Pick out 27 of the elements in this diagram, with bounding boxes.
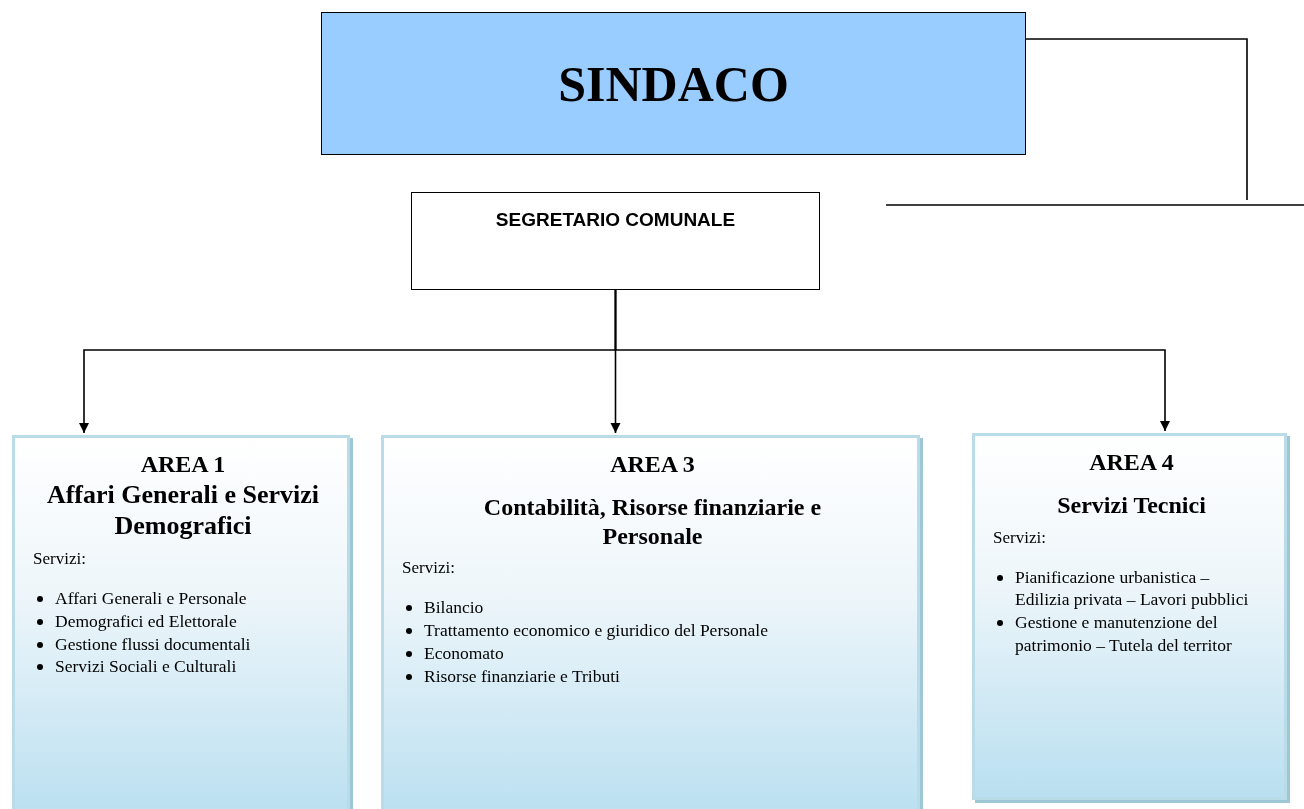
area-title: Servizi Tecnici <box>1056 490 1207 520</box>
secretary-box <box>411 192 820 290</box>
service-item: Gestione flussi documentali <box>55 632 251 656</box>
area-number: AREA 3 <box>609 450 696 479</box>
services-label: Servizi: <box>993 527 1047 548</box>
area-box <box>12 435 350 809</box>
service-item: Demografici ed Elettorale <box>55 609 237 633</box>
area-title: Affari Generali e Servizi Demografici <box>45 478 321 542</box>
area-box <box>381 435 920 809</box>
box-title: SEGRETARIO COMUNALE <box>495 209 736 231</box>
service-item: Risorse finanziarie e Tributi <box>424 664 620 688</box>
service-item: Gestione e manutenzione del patrimonio – Tutela del territor <box>1015 611 1233 657</box>
services-label: Servizi: <box>402 558 456 579</box>
service-item: Servizi Sociali e Culturali <box>55 655 237 679</box>
service-item: Bilancio <box>424 596 484 620</box>
service-item: Affari Generali e Personale <box>55 587 247 610</box>
area-number: AREA 4 <box>1088 448 1175 477</box>
mayor-box <box>321 12 1026 155</box>
service-item: Trattamento economico e giuridico del Personale <box>424 619 768 642</box>
service-item: Pianificazione urbanistica – Edilizia privata – Lavori pubblici <box>1015 565 1250 612</box>
service-item: Economato <box>424 641 504 665</box>
services-label: Servizi: <box>33 549 87 570</box>
area-title: Contabilità, Risorse finanziarie e Personale <box>482 492 823 551</box>
area-number: AREA 1 <box>139 450 227 479</box>
connector-arrow <box>614 289 1170 432</box>
box-title: SINDACO <box>558 54 789 113</box>
area-box <box>972 433 1287 800</box>
